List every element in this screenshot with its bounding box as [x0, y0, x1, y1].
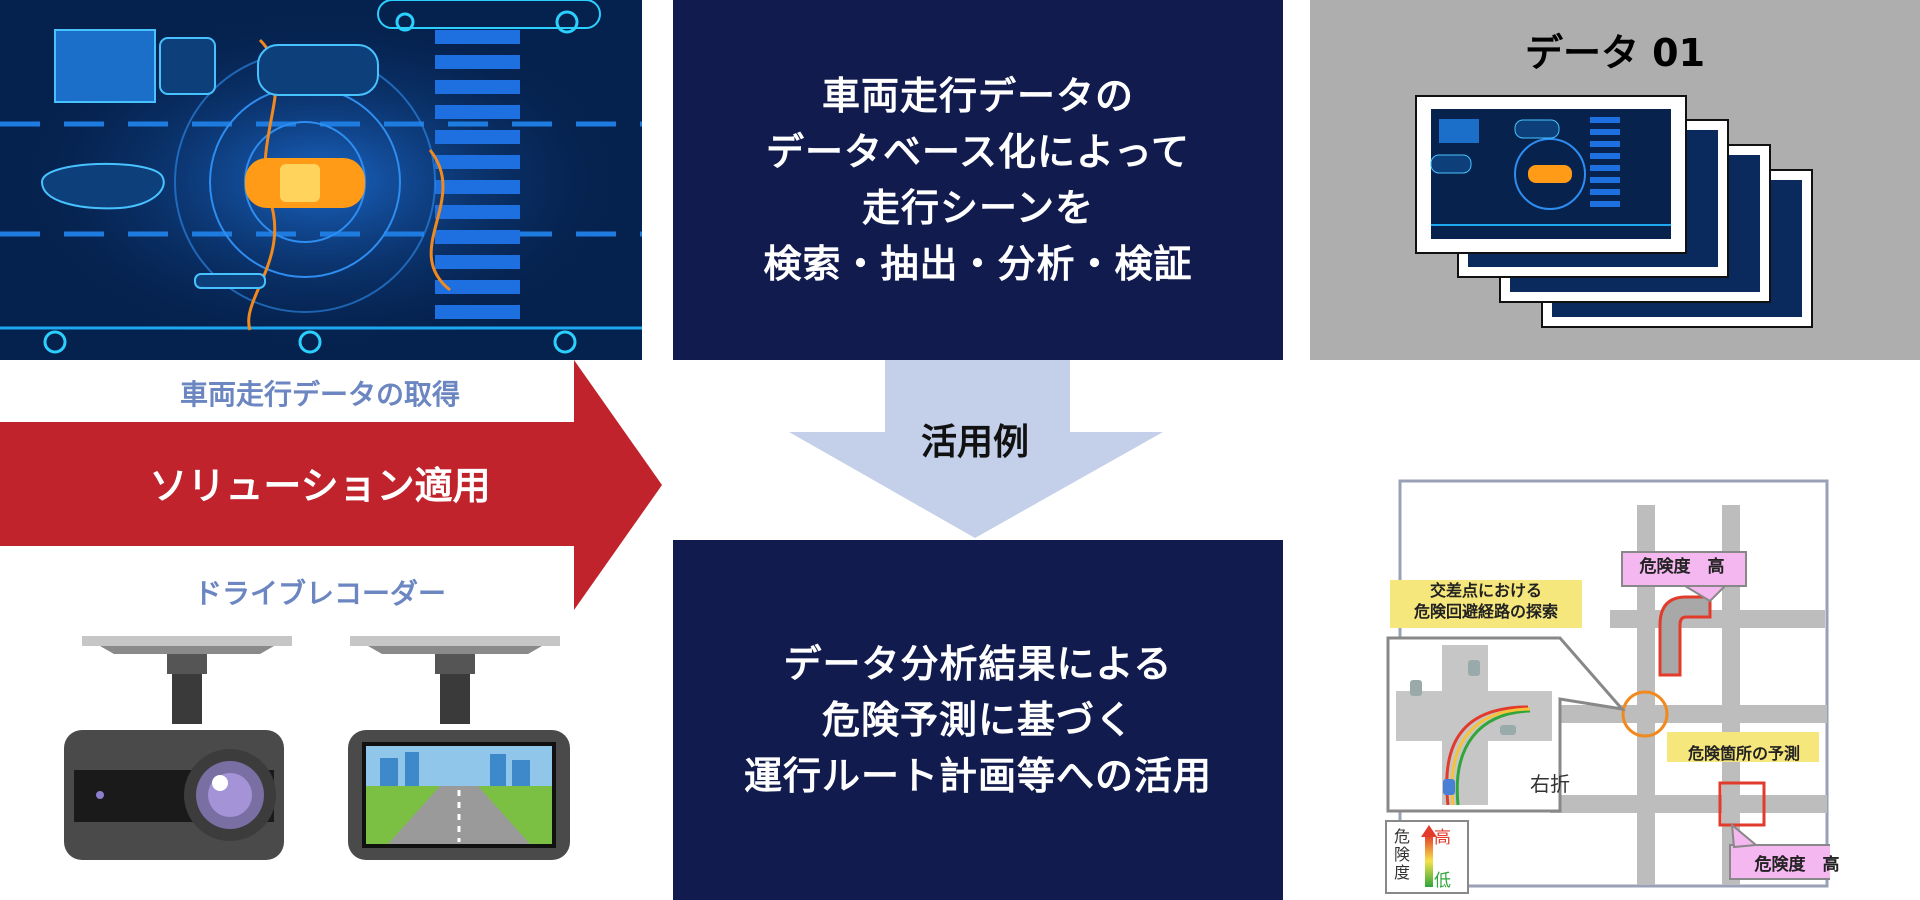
solution-arrow	[0, 360, 662, 610]
risk-legend-high: 高	[1434, 828, 1451, 848]
database-description-panel: 車両走行データの データベース化によって 走行シーンを 検索・抽出・分析・検証	[673, 0, 1283, 360]
risk-legend-title: 危 険 度	[1393, 827, 1410, 882]
database-description-text: 車両走行データの データベース化によって 走行シーンを 検索・抽出・分析・検証	[763, 74, 1193, 286]
data-acquisition-label: 車両走行データの取得	[179, 378, 460, 411]
right-turn-label: 右折	[1530, 772, 1570, 796]
route-explore-label: 交差点における 危険回避経路の探索	[1413, 581, 1558, 621]
risk-spot-prediction-label: 危険箇所の予測	[1687, 744, 1800, 763]
dashcam-illustration	[64, 636, 570, 860]
drive-recorder-label: ドライブレコーダー	[193, 577, 446, 610]
traffic-scene-illustration	[0, 0, 642, 360]
risk-prediction-panel: データ分析結果による 危険予測に基づく 運行ルート計画等への活用	[673, 540, 1283, 900]
solution-label: ソリューション適用	[149, 464, 491, 508]
risk-prediction-text: データ分析結果による 危険予測に基づく 運行ルート計画等への活用	[743, 642, 1212, 798]
data-stack-illustration	[1415, 95, 1813, 328]
usage-example-label: 活用例	[920, 422, 1029, 463]
risk-high-top-label: 危険度 高	[1639, 557, 1725, 577]
risk-legend-low: 低	[1434, 871, 1451, 891]
risk-high-bottom-label: 危険度 高	[1754, 855, 1840, 875]
usage-down-arrow	[789, 360, 1163, 538]
route-risk-map	[1385, 479, 1830, 894]
data-panel-title: データ 01	[1524, 31, 1706, 75]
